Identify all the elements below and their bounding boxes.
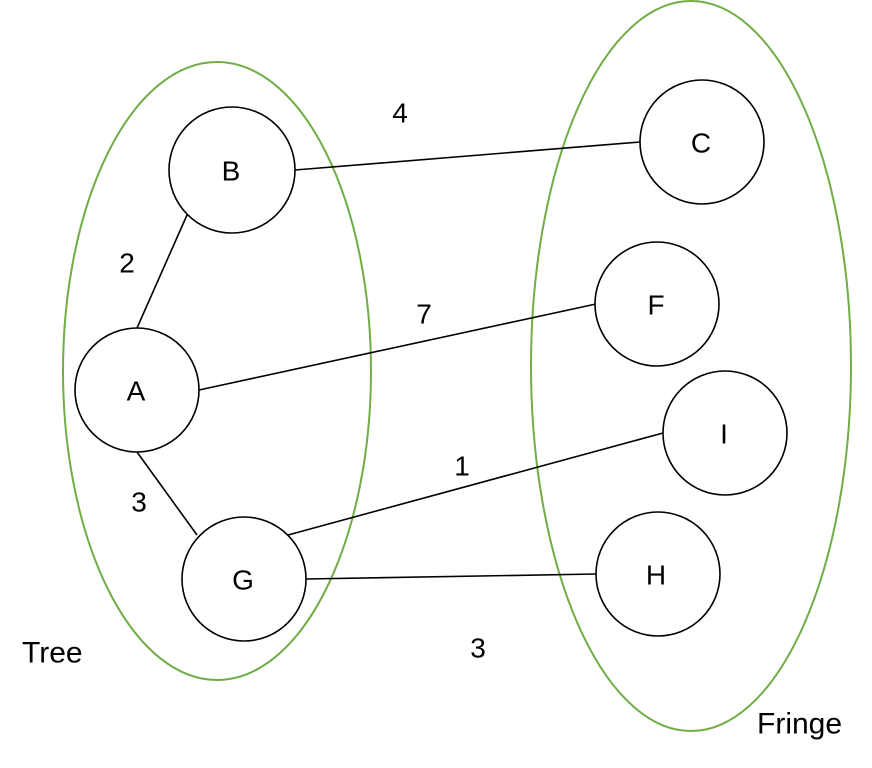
weight-a-f: 7 [416, 299, 432, 330]
node-a-label: A [127, 376, 146, 407]
tree-group-outline [62, 61, 372, 681]
edge-a-f [198, 303, 597, 391]
fringe-group-label: Fringe [757, 708, 842, 741]
node-i-label: I [720, 419, 728, 450]
node-f: F [594, 241, 720, 367]
node-i: I [662, 370, 788, 496]
weight-a-g: 3 [131, 487, 147, 518]
node-g: G [181, 516, 307, 642]
node-g-label: G [232, 565, 254, 596]
weight-b-c: 4 [392, 98, 408, 129]
node-h: H [595, 511, 721, 637]
edge-g-h [305, 573, 597, 580]
tree-group-label: Tree [22, 637, 83, 670]
node-c-label: C [691, 128, 711, 159]
edge-a-b [136, 214, 188, 329]
node-b: B [168, 106, 296, 234]
edge-b-c [294, 141, 641, 171]
node-h-label: H [646, 560, 666, 591]
fringe-group-outline [530, 0, 852, 732]
edge-a-g [136, 451, 198, 536]
weight-a-b: 2 [119, 248, 135, 279]
node-b-label: B [222, 156, 241, 187]
node-c: C [639, 79, 765, 205]
node-f-label: F [647, 290, 664, 321]
weight-g-i: 1 [454, 451, 470, 482]
edge-g-i [287, 432, 664, 536]
weight-g-h: 3 [470, 633, 486, 664]
node-a: A [74, 327, 200, 453]
